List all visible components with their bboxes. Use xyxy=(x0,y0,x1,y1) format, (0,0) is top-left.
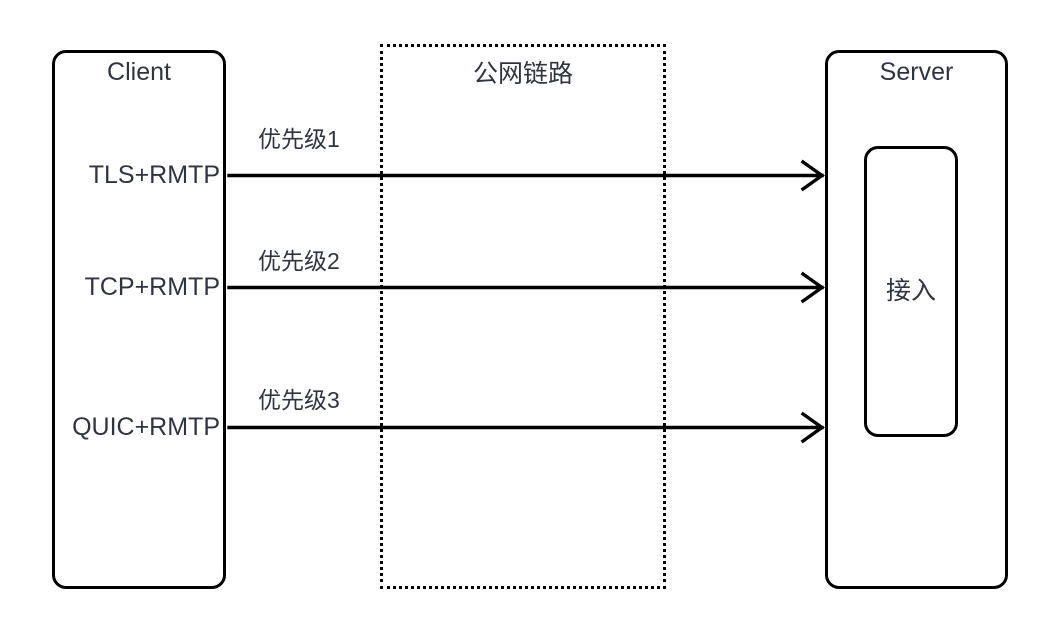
public-network-title: 公网链路 xyxy=(472,60,573,88)
client-title: Client xyxy=(107,58,171,86)
server-title: Server xyxy=(879,58,954,86)
client-node[interactable] xyxy=(52,50,226,589)
client-protocol-tcp: TCP+RMTP xyxy=(84,273,220,301)
server-node[interactable] xyxy=(825,50,1008,589)
public-network-area xyxy=(380,44,666,589)
edge-arrowhead-priority-2 xyxy=(800,271,825,304)
edge-label-priority-2: 优先级2 xyxy=(258,248,340,274)
server-access-label: 接入 xyxy=(885,277,936,305)
edge-arrowhead-priority-1 xyxy=(800,159,825,192)
client-protocol-quic: QUIC+RMTP xyxy=(72,413,220,441)
edge-label-priority-3: 优先级3 xyxy=(258,387,340,413)
edge-label-priority-1: 优先级1 xyxy=(258,126,340,152)
server-access-node[interactable] xyxy=(864,146,958,437)
edge-arrowhead-priority-3 xyxy=(800,411,825,444)
client-protocol-tls: TLS+RMTP xyxy=(88,161,220,189)
